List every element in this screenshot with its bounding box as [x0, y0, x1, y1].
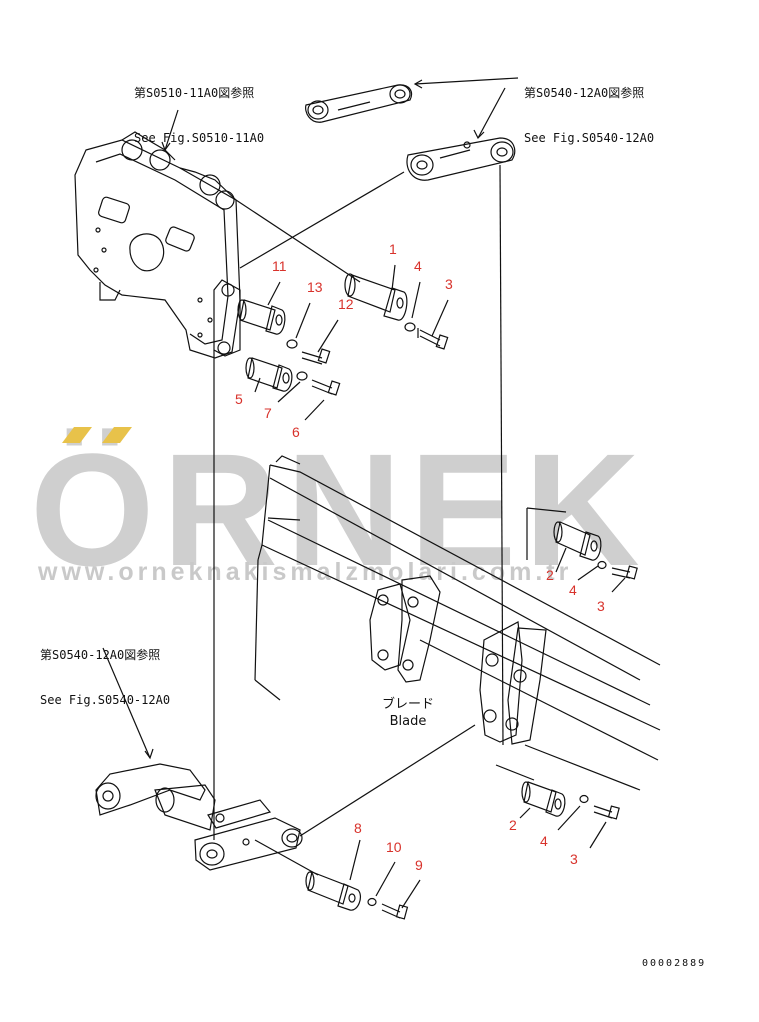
callout-2c: 2 — [509, 817, 517, 833]
reference-top-right-en: See Fig.S0540-12A0 — [524, 131, 655, 145]
link-arm-upper — [305, 84, 413, 123]
pin-8 — [305, 871, 362, 911]
callout-6: 6 — [292, 424, 300, 440]
blade-label: ブレード Blade — [382, 696, 434, 730]
callout-3a: 3 — [445, 276, 453, 292]
reference-top-right: 第S0540-12A0図参照 See Fig.S0540-12A0 — [524, 56, 654, 176]
pin-11 — [237, 299, 286, 335]
callout-12: 12 — [338, 296, 354, 312]
callout-5: 5 — [235, 391, 243, 407]
callout-13: 13 — [307, 279, 323, 295]
pin-5 — [245, 357, 293, 392]
callout-3b: 3 — [597, 598, 605, 614]
pin-2-upper — [553, 521, 602, 561]
callout-2b: 2 — [546, 567, 554, 583]
reference-top-left-jp: 第S0510-11A0図参照 — [134, 86, 255, 100]
pin-1 — [344, 273, 408, 321]
frame-bracket — [74, 131, 241, 359]
blade-label-jp: ブレード — [382, 697, 435, 712]
drawing-code: 00002889 — [642, 958, 707, 969]
callout-7: 7 — [264, 405, 272, 421]
callout-1: 1 — [389, 241, 397, 257]
reference-top-right-jp: 第S0540-12A0図参照 — [524, 86, 645, 100]
callout-11: 11 — [272, 258, 287, 274]
watermark-accent-icon — [62, 427, 132, 443]
callout-4c: 4 — [540, 833, 548, 849]
link-arm — [406, 137, 516, 181]
callout-8: 8 — [354, 820, 362, 836]
reference-top-left-en: See Fig.S0510-11A0 — [134, 131, 265, 145]
blade — [254, 455, 661, 791]
callout-9: 9 — [415, 857, 423, 873]
reference-top-left: 第S0510-11A0図参照 See Fig.S0510-11A0 — [134, 56, 264, 176]
pin-2-lower — [521, 781, 566, 817]
lower-arm — [95, 763, 303, 871]
callout-10: 10 — [386, 839, 402, 855]
blade-label-en: Blade — [389, 714, 427, 729]
reference-bottom-left: 第S0540-12A0図参照 See Fig.S0540-12A0 — [40, 618, 170, 738]
callout-4a: 4 — [414, 258, 422, 274]
reference-bottom-left-en: See Fig.S0540-12A0 — [40, 693, 171, 707]
callout-3c: 3 — [570, 851, 578, 867]
watermark-url: www.orneknakismalzmolari.com.tr — [38, 558, 573, 586]
callout-4b: 4 — [569, 582, 577, 598]
reference-bottom-left-jp: 第S0540-12A0図参照 — [40, 648, 161, 662]
